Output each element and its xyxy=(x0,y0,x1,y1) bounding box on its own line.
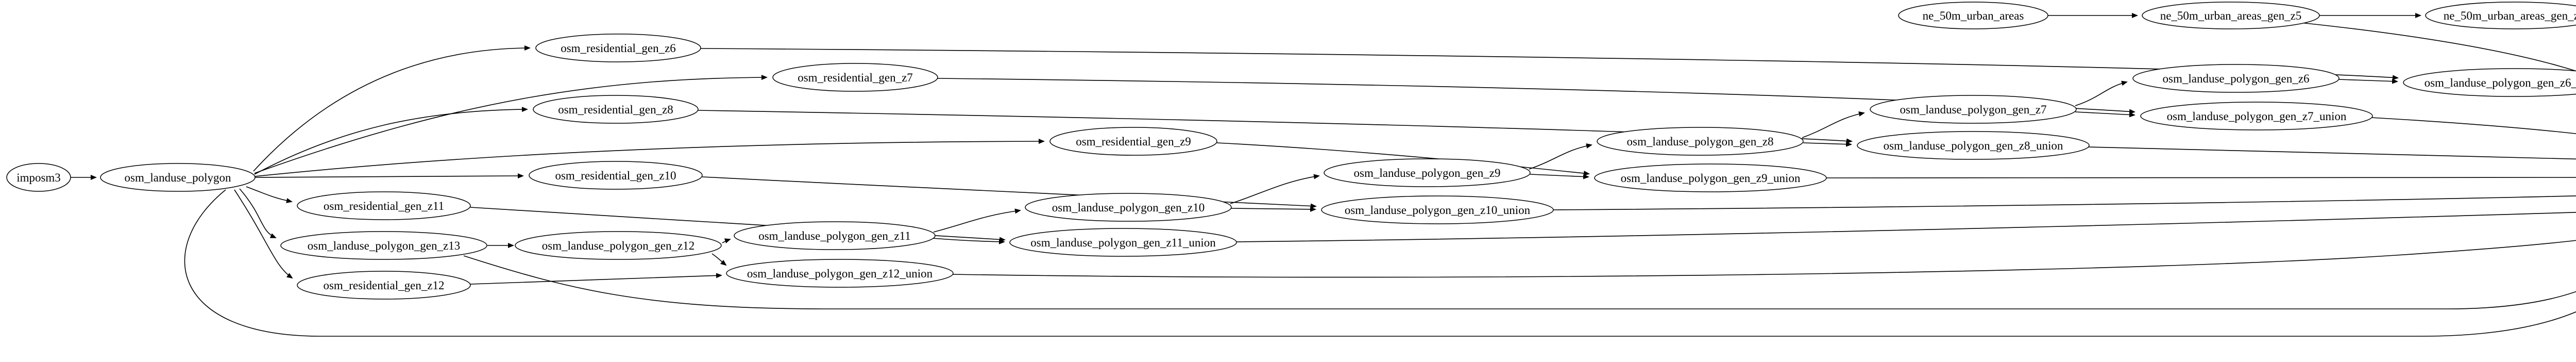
svg-text:osm_landuse_polygon_gen_z12: osm_landuse_polygon_gen_z12 xyxy=(542,239,694,252)
node-osm_landuse_polygon_gen_z11_union: osm_landuse_polygon_gen_z11_union xyxy=(1009,228,1237,257)
svg-text:osm_residential_gen_z6: osm_residential_gen_z6 xyxy=(561,42,676,55)
svg-text:osm_landuse_polygon_gen_z8: osm_landuse_polygon_gen_z8 xyxy=(1627,135,1774,148)
nodes-layer: imposm3 osm_landuse_polygon osm_resident… xyxy=(6,2,2576,300)
edge-osm_landuse_polygon_gen_z11-to-osm_landuse_polygon_gen_z11_union xyxy=(932,238,1005,244)
edge-osm_landuse_polygon_gen_z11_union-to-layer_landuse-z11 xyxy=(1235,211,2576,242)
edge-osm_landuse_polygon-to-osm_residential_gen_z10 xyxy=(255,173,524,179)
edge-osm_landuse_polygon-to-osm_residential_gen_z9 xyxy=(255,139,1045,177)
svg-text:osm_landuse_polygon_gen_z6_uni: osm_landuse_polygon_gen_z6_union xyxy=(2425,76,2576,89)
node-osm_residential_gen_z8: osm_residential_gen_z8 xyxy=(533,95,699,124)
edge-osm_landuse_polygon_gen_z10-to-osm_landuse_polygon_gen_z9 xyxy=(1230,174,1320,204)
edge-osm_residential_gen_z11-to-osm_landuse_polygon_gen_z11_union xyxy=(470,207,1006,242)
edge-osm_landuse_polygon_gen_z12-to-osm_landuse_polygon_gen_z11 xyxy=(722,238,731,243)
node-osm_residential_gen_z10: osm_residential_gen_z10 xyxy=(529,161,703,190)
edge-osm_landuse_polygon-to-osm_residential_gen_z12 xyxy=(234,189,293,279)
node-osm_landuse_polygon_gen_z9: osm_landuse_polygon_gen_z9 xyxy=(1324,158,1531,187)
edge-osm_landuse_polygon_gen_z6-to-osm_landuse_polygon_gen_z6_union xyxy=(2338,78,2398,84)
edge-osm_landuse_polygon-to-layer_landuse-z14 xyxy=(184,189,2576,337)
edge-osm_residential_gen_z12-to-osm_landuse_polygon_gen_z12_union xyxy=(470,273,722,285)
edge-osm_landuse_polygon_gen_z7-to-osm_landuse_polygon_gen_z7_union xyxy=(2075,111,2136,118)
edge-osm_residential_gen_z9-to-osm_landuse_polygon_gen_z9_union xyxy=(1216,142,1590,176)
node-osm_landuse_polygon_gen_z13: osm_landuse_polygon_gen_z13 xyxy=(280,231,487,260)
edge-osm_landuse_polygon-to-osm_residential_gen_z7 xyxy=(254,75,768,174)
node-osm_residential_gen_z11: osm_residential_gen_z11 xyxy=(297,191,471,220)
node-osm_landuse_polygon: osm_landuse_polygon xyxy=(100,163,256,192)
svg-text:osm_landuse_polygon_gen_z7_uni: osm_landuse_polygon_gen_z7_union xyxy=(2167,110,2347,123)
svg-text:osm_residential_gen_z11: osm_residential_gen_z11 xyxy=(324,200,444,212)
svg-text:osm_landuse_polygon_gen_z11_un: osm_landuse_polygon_gen_z11_union xyxy=(1030,236,1216,249)
svg-text:osm_residential_gen_z9: osm_residential_gen_z9 xyxy=(1076,135,1191,148)
edge-osm_landuse_polygon_gen_z8-to-osm_landuse_polygon_gen_z7 xyxy=(1802,111,1865,138)
svg-text:ne_50m_urban_areas_gen_z4: ne_50m_urban_areas_gen_z4 xyxy=(2444,9,2576,22)
node-osm_residential_gen_z9: osm_residential_gen_z9 xyxy=(1049,127,1217,156)
svg-text:osm_landuse_polygon_gen_z11: osm_landuse_polygon_gen_z11 xyxy=(758,229,911,242)
node-osm_landuse_polygon_gen_z11: osm_landuse_polygon_gen_z11 xyxy=(734,221,936,250)
svg-text:imposm3: imposm3 xyxy=(16,171,61,184)
edge-osm_landuse_polygon_gen_z12-to-osm_landuse_polygon_gen_z12_union xyxy=(711,253,727,266)
node-osm_landuse_polygon_gen_z7_union: osm_landuse_polygon_gen_z7_union xyxy=(2140,102,2373,130)
node-osm_residential_gen_z6: osm_residential_gen_z6 xyxy=(535,34,701,62)
svg-text:osm_landuse_polygon_gen_z7: osm_landuse_polygon_gen_z7 xyxy=(1900,103,2047,116)
edge-osm_landuse_polygon_gen_z9_union-to-layer_landuse-z9 xyxy=(1826,177,2576,178)
node-osm_landuse_polygon_gen_z12_union: osm_landuse_polygon_gen_z12_union xyxy=(726,259,954,288)
node-osm_landuse_polygon_gen_z12: osm_landuse_polygon_gen_z12 xyxy=(515,231,722,260)
node-osm_landuse_polygon_gen_z10: osm_landuse_polygon_gen_z10 xyxy=(1025,193,1232,222)
svg-text:osm_landuse_polygon_gen_z9_uni: osm_landuse_polygon_gen_z9_union xyxy=(1621,172,1801,185)
edge-osm_landuse_polygon-to-osm_residential_gen_z6 xyxy=(253,45,531,172)
svg-text:ne_50m_urban_areas_gen_z5: ne_50m_urban_areas_gen_z5 xyxy=(2160,9,2302,22)
svg-text:osm_landuse_polygon_gen_z13: osm_landuse_polygon_gen_z13 xyxy=(308,239,460,252)
node-osm_landuse_polygon_gen_z7: osm_landuse_polygon_gen_z7 xyxy=(1870,95,2077,124)
edge-osm_landuse_polygon_gen_z12_union-to-layer_landuse-z12 xyxy=(952,240,2576,278)
node-osm_landuse_polygon_gen_z9_union: osm_landuse_polygon_gen_z9_union xyxy=(1594,163,1827,192)
svg-text:osm_landuse_polygon_gen_z10: osm_landuse_polygon_gen_z10 xyxy=(1052,201,1205,214)
edge-osm_landuse_polygon_gen_z9-to-osm_landuse_polygon_gen_z8 xyxy=(1529,143,1592,170)
edge-osm_landuse_polygon_gen_z7-to-osm_landuse_polygon_gen_z6 xyxy=(2075,80,2128,106)
svg-text:osm_residential_gen_z10: osm_residential_gen_z10 xyxy=(555,169,676,182)
node-osm_landuse_polygon_gen_z8: osm_landuse_polygon_gen_z8 xyxy=(1597,127,1804,156)
node-osm_landuse_polygon_gen_z8_union: osm_landuse_polygon_gen_z8_union xyxy=(1857,131,2090,160)
edge-osm_landuse_polygon_gen_z10_union-to-layer_landuse-z10 xyxy=(1551,195,2576,210)
edge-osm_landuse_polygon_gen_z7_union-to-layer_landuse-z7 xyxy=(2370,117,2576,135)
node-osm_landuse_polygon_gen_z6: osm_landuse_polygon_gen_z6 xyxy=(2132,64,2340,93)
svg-text:osm_residential_gen_z12: osm_residential_gen_z12 xyxy=(323,279,444,292)
edge-osm_landuse_polygon_gen_z8-to-osm_landuse_polygon_gen_z8_union xyxy=(1803,141,1852,147)
svg-text:ne_50m_urban_areas: ne_50m_urban_areas xyxy=(1923,9,2024,22)
node-osm_residential_gen_z12: osm_residential_gen_z12 xyxy=(297,271,471,300)
svg-text:osm_landuse_polygon_gen_z6: osm_landuse_polygon_gen_z6 xyxy=(2163,72,2310,85)
node-osm_residential_gen_z7: osm_residential_gen_z7 xyxy=(772,63,938,92)
edge-osm_landuse_polygon_gen_z11-to-osm_landuse_polygon_gen_z10 xyxy=(933,208,1021,233)
node-osm_landuse_polygon_gen_z10_union: osm_landuse_polygon_gen_z10_union xyxy=(1321,195,1554,224)
edge-osm_landuse_polygon_gen_z8_union-to-layer_landuse-z8 xyxy=(2087,146,2576,159)
node-osm_landuse_polygon_gen_z6_union: osm_landuse_polygon_gen_z6_union xyxy=(2403,68,2576,97)
node-ne_50m_urban_areas_gen_z4: ne_50m_urban_areas_gen_z4 xyxy=(2425,2,2576,29)
edge-osm_residential_gen_z10-to-osm_landuse_polygon_gen_z10_union xyxy=(702,176,1317,209)
node-ne_50m_urban_areas: ne_50m_urban_areas xyxy=(1898,2,2048,29)
node-ne_50m_urban_areas_gen_z5: ne_50m_urban_areas_gen_z5 xyxy=(2142,2,2320,29)
edge-osm_landuse_polygon_gen_z9-to-osm_landuse_polygon_gen_z9_union xyxy=(1530,174,1589,179)
svg-text:osm_residential_gen_z8: osm_residential_gen_z8 xyxy=(558,103,673,116)
svg-text:osm_landuse_polygon_gen_z8_uni: osm_landuse_polygon_gen_z8_union xyxy=(1884,139,2063,152)
edge-osm_landuse_polygon_gen_z10-to-osm_landuse_polygon_gen_z10_union xyxy=(1231,206,1316,212)
svg-text:osm_landuse_polygon_gen_z9: osm_landuse_polygon_gen_z9 xyxy=(1354,167,1501,179)
edge-ne_50m_urban_areas_gen_z5-to-layer_landuse-z5 xyxy=(2300,22,2576,72)
svg-text:osm_landuse_polygon: osm_landuse_polygon xyxy=(125,171,231,184)
edge-osm_landuse_polygon-to-osm_residential_gen_z11 xyxy=(246,186,293,203)
edge-osm_landuse_polygon-to-osm_residential_gen_z8 xyxy=(254,107,528,175)
svg-text:osm_residential_gen_z7: osm_residential_gen_z7 xyxy=(798,71,913,84)
edge-osm_landuse_polygon-to-osm_landuse_polygon_gen_z13 xyxy=(239,188,277,238)
node-imposm3: imposm3 xyxy=(6,163,71,192)
svg-text:osm_landuse_polygon_gen_z10_un: osm_landuse_polygon_gen_z10_union xyxy=(1345,204,1531,217)
svg-text:osm_landuse_polygon_gen_z12_un: osm_landuse_polygon_gen_z12_union xyxy=(747,267,933,280)
